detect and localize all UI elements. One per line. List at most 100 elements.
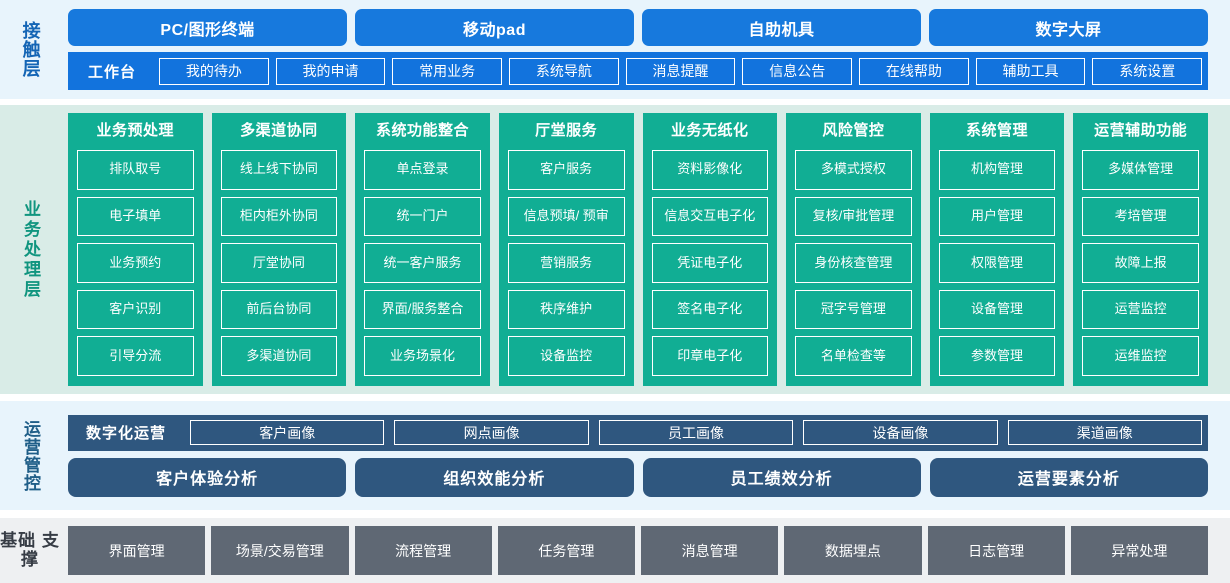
biz-column-paperless: 业务无纸化 资料影像化 信息交互电子化 凭证电子化 签名电子化 印章电子化 xyxy=(642,113,778,386)
biz-item-device-monitor[interactable]: 设备监控 xyxy=(507,336,625,376)
biz-item-seal-digital[interactable]: 印章电子化 xyxy=(651,336,769,376)
biz-item-identity-verification[interactable]: 身份核查管理 xyxy=(795,243,912,283)
biz-item-serial-number-mgmt[interactable]: 冠字号管理 xyxy=(795,289,912,330)
biz-item-maintenance-monitor[interactable]: 运维监控 xyxy=(1082,336,1199,376)
biz-item-multimode-authorization[interactable]: 多模式授权 xyxy=(795,150,912,190)
biz-item-document-imaging[interactable]: 资料影像化 xyxy=(651,150,769,190)
biz-item-online-offline-sync[interactable]: 线上线下协同 xyxy=(220,150,338,190)
biz-item-fault-report[interactable]: 故障上报 xyxy=(1082,243,1199,283)
biz-item-pre-fill-review[interactable]: 信息预填/ 预审 xyxy=(507,196,625,237)
portrait-item-channel[interactable]: 渠道画像 xyxy=(1007,420,1202,445)
biz-item-order-maintenance[interactable]: 秩序维护 xyxy=(507,289,625,330)
biz-item-unified-customer-service[interactable]: 统一客户服务 xyxy=(364,243,481,283)
portrait-item-employee[interactable]: 员工画像 xyxy=(598,420,794,445)
biz-column-risk-control: 风险管控 多模式授权 复核/审批管理 身份核查管理 冠字号管理 名单检查等 xyxy=(786,113,921,386)
biz-item-single-sign-on[interactable]: 单点登录 xyxy=(364,150,481,190)
biz-column-system-management: 系统管理 机构管理 用户管理 权限管理 设备管理 参数管理 xyxy=(929,113,1065,386)
biz-item-permission-management[interactable]: 权限管理 xyxy=(938,243,1056,283)
workbench-item-announcement[interactable]: 信息公告 xyxy=(742,57,853,85)
channel-box-self-service[interactable]: 自助机具 xyxy=(642,9,921,46)
biz-column-ops-support: 运营辅助功能 多媒体管理 考培管理 故障上报 运营监控 运维监控 xyxy=(1073,113,1208,386)
biz-column-multichannel: 多渠道协同 线上线下协同 柜内柜外协同 厅堂协同 前后台协同 多渠道协同 xyxy=(211,113,347,386)
workbench-item-my-todo[interactable]: 我的待办 xyxy=(159,57,269,85)
biz-item-appointment[interactable]: 业务预约 xyxy=(77,243,194,283)
biz-column-lobby-service: 厅堂服务 客户服务 信息预填/ 预审 营销服务 秩序维护 设备监控 xyxy=(498,113,634,386)
biz-item-business-scenario[interactable]: 业务场景化 xyxy=(364,336,481,376)
biz-column-title: 多渠道协同 xyxy=(240,122,318,139)
portrait-item-device[interactable]: 设备画像 xyxy=(803,420,998,445)
biz-column-title: 系统功能整合 xyxy=(376,122,470,139)
biz-item-marketing-service[interactable]: 营销服务 xyxy=(507,243,625,283)
channel-box-digital-screen[interactable]: 数字大屏 xyxy=(929,9,1208,46)
biz-item-e-form[interactable]: 电子填单 xyxy=(77,196,194,237)
biz-item-review-approval[interactable]: 复核/审批管理 xyxy=(795,196,912,237)
base-layer-body: 界面管理 场景/交易管理 流程管理 任务管理 消息管理 数据埋点 日志管理 异常… xyxy=(60,518,1230,583)
biz-item-device-management[interactable]: 设备管理 xyxy=(938,289,1056,330)
touch-layer: 接触层 PC/图形终端 移动pad 自助机具 数字大屏 工作台 我的待办 我的申… xyxy=(0,0,1230,99)
analysis-row: 客户体验分析 组织效能分析 员工绩效分析 运营要素分析 xyxy=(68,457,1208,497)
workbench-title: 工作台 xyxy=(88,63,137,81)
biz-item-operation-monitor[interactable]: 运营监控 xyxy=(1082,289,1199,330)
biz-item-training-management[interactable]: 考培管理 xyxy=(1082,196,1199,237)
workbench-item-system-navigation[interactable]: 系统导航 xyxy=(509,57,619,85)
channel-row: PC/图形终端 移动pad 自助机具 数字大屏 xyxy=(68,9,1208,46)
workbench-item-system-settings[interactable]: 系统设置 xyxy=(1092,57,1203,85)
base-item-data-tracking[interactable]: 数据埋点 xyxy=(784,526,922,575)
biz-item-customer-service[interactable]: 客户服务 xyxy=(507,150,625,190)
biz-item-multimedia-management[interactable]: 多媒体管理 xyxy=(1082,150,1199,190)
workbench-item-online-help[interactable]: 在线帮助 xyxy=(859,57,969,85)
analysis-item-org-efficiency[interactable]: 组织效能分析 xyxy=(355,457,634,497)
biz-item-list-check[interactable]: 名单检查等 xyxy=(795,336,912,376)
biz-item-unified-portal[interactable]: 统一门户 xyxy=(364,196,481,237)
biz-item-customer-identify[interactable]: 客户识别 xyxy=(77,289,194,330)
biz-column-system-integration: 系统功能整合 单点登录 统一门户 统一客户服务 界面/服务整合 业务场景化 xyxy=(355,113,490,386)
biz-item-front-back-sync[interactable]: 前后台协同 xyxy=(220,289,338,330)
base-item-log-management[interactable]: 日志管理 xyxy=(927,526,1065,575)
digital-operations-title: 数字化运营 xyxy=(86,425,167,442)
portrait-item-customer[interactable]: 客户画像 xyxy=(190,420,385,445)
biz-item-parameter-management[interactable]: 参数管理 xyxy=(938,336,1056,376)
digital-operations-bar: 数字化运营 客户画像 网点画像 员工画像 设备画像 渠道画像 xyxy=(68,414,1208,451)
workbench-item-aux-tools[interactable]: 辅助工具 xyxy=(975,57,1086,85)
biz-column-title: 风险管控 xyxy=(822,122,885,139)
biz-item-queue-ticket[interactable]: 排队取号 xyxy=(77,150,194,190)
touch-layer-body: PC/图形终端 移动pad 自助机具 数字大屏 工作台 我的待办 我的申请 常用… xyxy=(60,0,1230,99)
channel-box-mobile-pad[interactable]: 移动pad xyxy=(355,9,634,46)
biz-column-title: 业务预处理 xyxy=(96,122,175,139)
workbench-bar: 工作台 我的待办 我的申请 常用业务 系统导航 消息提醒 信息公告 在线帮助 辅… xyxy=(68,52,1208,90)
analysis-item-employee-performance[interactable]: 员工绩效分析 xyxy=(642,457,921,497)
workbench-item-common-business[interactable]: 常用业务 xyxy=(392,57,503,85)
biz-item-signature-digital[interactable]: 签名电子化 xyxy=(651,289,769,330)
biz-item-ui-service-integration[interactable]: 界面/服务整合 xyxy=(364,289,481,330)
business-layer: 业务处理层 业务预处理 排队取号 电子填单 业务预约 客户识别 引导分流 多渠道… xyxy=(0,105,1230,394)
biz-item-voucher-digital[interactable]: 凭证电子化 xyxy=(651,243,769,283)
analysis-item-operation-factors[interactable]: 运营要素分析 xyxy=(929,457,1208,497)
channel-box-pc[interactable]: PC/图形终端 xyxy=(68,9,347,46)
base-item-scenario-transaction-management[interactable]: 场景/交易管理 xyxy=(211,526,349,575)
biz-column-title: 业务无纸化 xyxy=(671,122,749,139)
divider-operations-base xyxy=(0,510,1230,518)
biz-item-counter-sync[interactable]: 柜内柜外协同 xyxy=(220,196,338,237)
biz-item-multichannel-sync[interactable]: 多渠道协同 xyxy=(220,336,338,376)
base-item-message-management[interactable]: 消息管理 xyxy=(641,526,779,575)
biz-item-org-management[interactable]: 机构管理 xyxy=(938,150,1056,190)
analysis-item-customer-experience[interactable]: 客户体验分析 xyxy=(68,457,347,497)
operations-layer-body: 数字化运营 客户画像 网点画像 员工画像 设备画像 渠道画像 客户体验分析 组织… xyxy=(60,401,1230,510)
biz-column-pre-processing: 业务预处理 排队取号 电子填单 业务预约 客户识别 引导分流 xyxy=(68,113,203,386)
biz-item-info-exchange-digital[interactable]: 信息交互电子化 xyxy=(651,196,769,237)
biz-item-lobby-sync[interactable]: 厅堂协同 xyxy=(220,243,338,283)
base-item-ui-management[interactable]: 界面管理 xyxy=(68,526,206,575)
biz-item-user-management[interactable]: 用户管理 xyxy=(938,196,1056,237)
portrait-item-branch[interactable]: 网点画像 xyxy=(394,420,589,445)
base-item-exception-handling[interactable]: 异常处理 xyxy=(1070,526,1208,575)
divider-touch-business xyxy=(0,99,1230,105)
workbench-item-my-application[interactable]: 我的申请 xyxy=(275,57,386,85)
biz-item-guide-diversion[interactable]: 引导分流 xyxy=(77,336,194,376)
workbench-item-message-alert[interactable]: 消息提醒 xyxy=(625,57,736,85)
biz-column-title: 厅堂服务 xyxy=(535,122,598,139)
operations-layer: 运营管控 数字化运营 客户画像 网点画像 员工画像 设备画像 渠道画像 客户体验… xyxy=(0,401,1230,510)
base-item-process-management[interactable]: 流程管理 xyxy=(354,526,492,575)
base-item-task-management[interactable]: 任务管理 xyxy=(497,526,635,575)
biz-column-title: 运营辅助功能 xyxy=(1094,122,1188,139)
